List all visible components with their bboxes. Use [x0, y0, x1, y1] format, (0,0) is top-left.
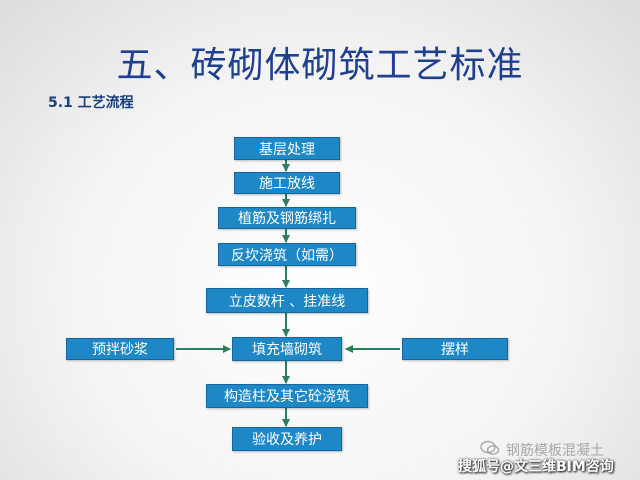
step-set-poles: 立皮数杆 、挂准线 — [206, 288, 368, 313]
step-base-treatment: 基层处理 — [234, 137, 340, 160]
section-subtitle: 5.1 工艺流程 — [48, 95, 134, 111]
step-layout-lines: 施工放线 — [234, 172, 340, 194]
input-brick-layout: 摆样 — [402, 338, 508, 360]
step-curb-pouring: 反坎浇筑（如需） — [218, 243, 356, 266]
step-infill-masonry: 填充墙砌筑 — [232, 337, 342, 361]
wechat-icon — [480, 440, 500, 455]
input-premixed-mortar: 预拌砂浆 — [66, 338, 174, 360]
slide-title: 五、砖砌体砌筑工艺标准 — [116, 45, 524, 86]
step-rebar-planting: 植筋及钢筋绑扎 — [218, 207, 356, 229]
watermark-source: 钢筋模板混凝土 — [506, 443, 604, 459]
step-inspection-curing: 验收及养护 — [232, 427, 342, 451]
watermark-author: 搜狐号@文三维BIM咨询 — [458, 459, 614, 475]
step-column-pouring: 构造柱及其它砼浇筑 — [206, 384, 368, 408]
